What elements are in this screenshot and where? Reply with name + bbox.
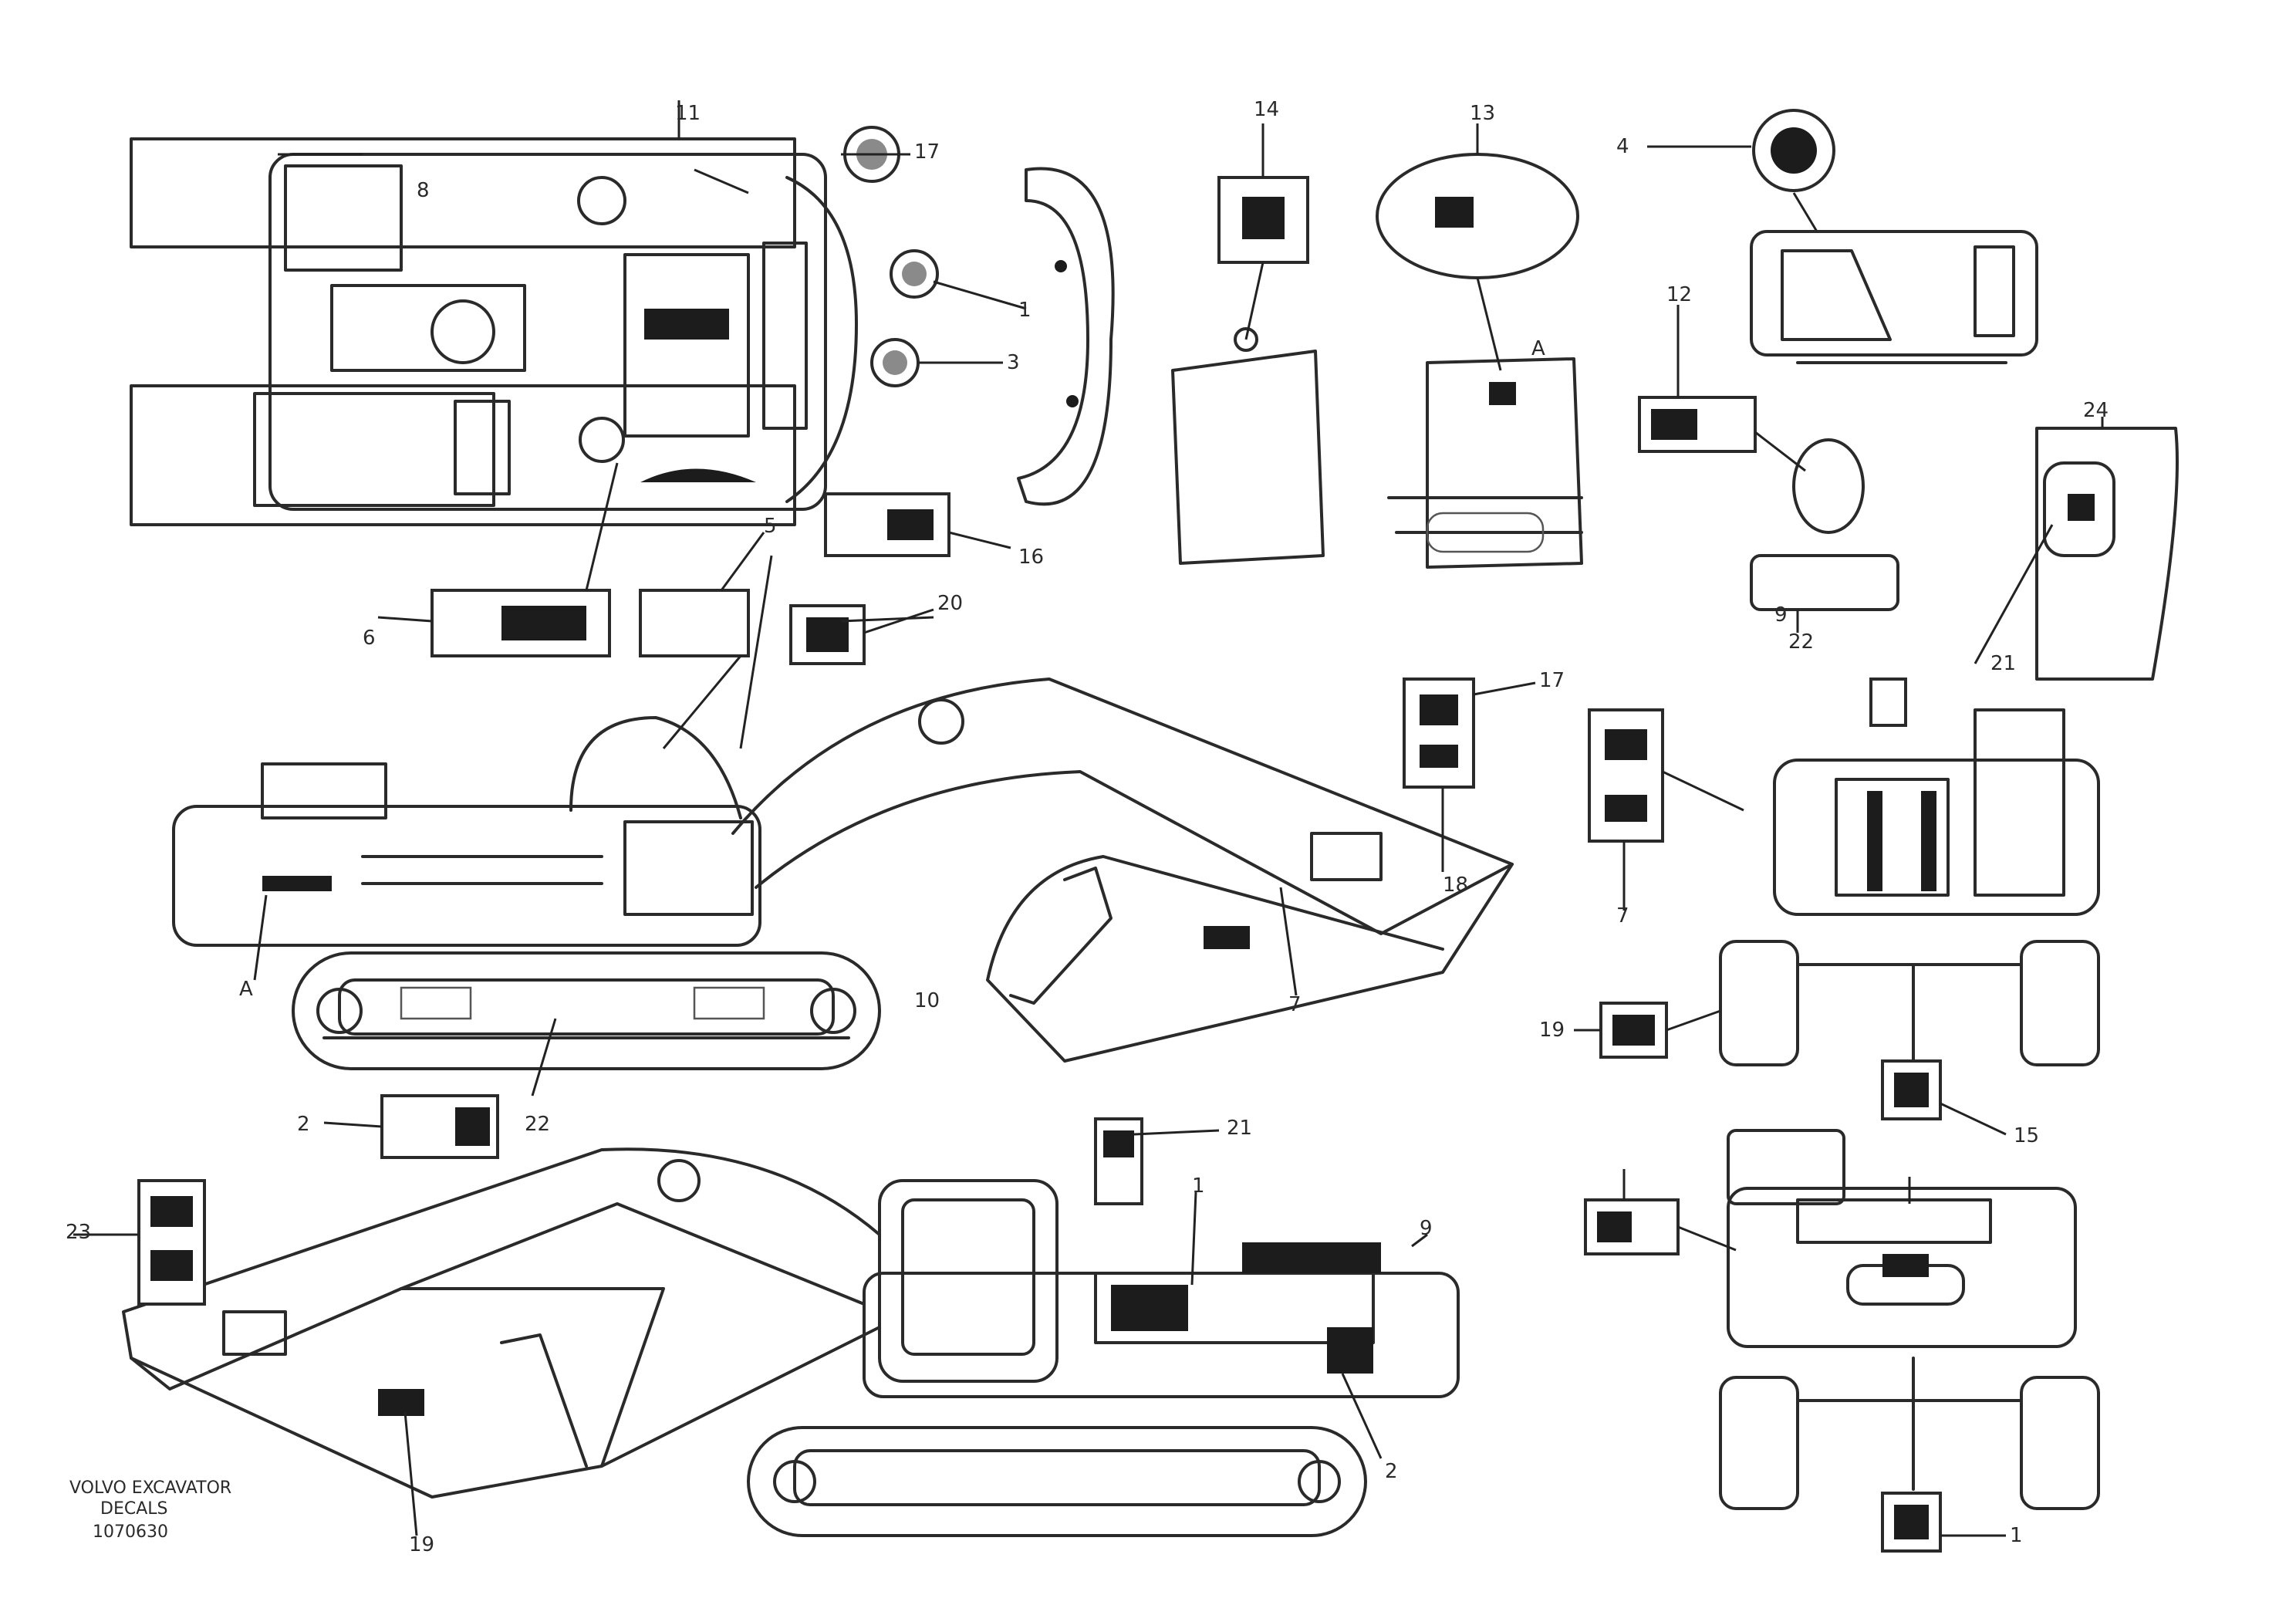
decal-7-front (137, 1179, 206, 1306)
decal-1-bottom (1881, 1492, 1942, 1553)
decal-9-side (1403, 678, 1475, 789)
callout-20: 20 (937, 592, 963, 615)
callout-1-bottom: 1 (2010, 1524, 2023, 1547)
callout-24: 24 (2083, 399, 2109, 422)
callout-9-front: 9 (1420, 1217, 1433, 1240)
decal-1-front (1584, 1198, 1680, 1255)
callout-1-front: 1 (1192, 1174, 1205, 1198)
detail-12-decal-pair (1638, 305, 1899, 633)
callout-17-side: 17 (1539, 669, 1565, 692)
callout-4: 4 (1616, 135, 1629, 158)
callout-15: 15 (2014, 1124, 2039, 1147)
front-side-view-excavator (122, 1147, 1460, 1537)
side-view-excavator (172, 678, 1514, 1070)
decal-set-5-lower (639, 589, 750, 657)
front-view-machine (1719, 1129, 2100, 1510)
decal-set-6 (430, 589, 611, 657)
drawing-ref-line-1: VOLVO EXCAVATOR (69, 1478, 231, 1498)
callout-14: 14 (1254, 98, 1279, 121)
drawing-ref-line-2: DECALS (100, 1499, 167, 1519)
detail-4-panel (1750, 230, 2038, 364)
callout-11: 11 (675, 102, 701, 125)
callout-2-front: 2 (1385, 1460, 1398, 1483)
callout-22-top: 22 (1788, 630, 1814, 654)
callout-18: 18 (1443, 874, 1468, 897)
callout-16: 16 (1018, 546, 1044, 569)
callout-7-rear: 7 (1616, 904, 1629, 928)
callout-19-front: 19 (409, 1533, 434, 1556)
rear-view-machine (1588, 678, 2100, 1074)
callout-5: 5 (764, 515, 777, 538)
decal-set-16 (824, 492, 950, 557)
decal-19-front (1094, 1117, 1143, 1205)
callout-22-side: 22 (525, 1113, 550, 1136)
counterweight-top-view (1017, 167, 1115, 506)
callout-2: 2 (297, 1113, 310, 1136)
callout-21-top: 21 (1990, 652, 2016, 675)
detail-4-round-decal (1647, 109, 1835, 232)
drawing-ref-line-3: 1070630 (93, 1522, 168, 1542)
round-decal-3 (890, 249, 939, 299)
callout-9: 9 (1774, 603, 1788, 627)
detail-14-cab-glass (1171, 123, 1325, 565)
callout-6: 6 (363, 627, 376, 650)
callout-23: 23 (66, 1221, 91, 1244)
decal-20 (789, 604, 866, 665)
callout-a-side: A (239, 978, 253, 1001)
callout-19-rear: 19 (1539, 1019, 1565, 1042)
top-view-machine (130, 137, 858, 526)
detail-a-counterweight (1974, 417, 2179, 681)
callout-1: 1 (1018, 299, 1032, 322)
callout-17: 17 (914, 140, 940, 164)
detail-13-window (1376, 123, 1583, 569)
drawing-reference: VOLVO EXCAVATOR DECALS 1070630 (69, 1478, 231, 1542)
callout-7-side: 7 (1288, 993, 1302, 1016)
callout-3: 3 (1007, 351, 1020, 374)
callout-8: 8 (417, 179, 430, 202)
callout-21-front: 21 (1227, 1117, 1252, 1140)
callout-10: 10 (914, 989, 940, 1012)
decal-21-rear (1881, 1059, 1942, 1120)
round-decal-5 (870, 338, 920, 387)
callout-a-top: A (1531, 337, 1545, 360)
callout-labels: 11 8 1 17 3 5 16 20 6 14 13 A 4 12 9 22 … (66, 98, 2109, 1556)
decal-24-rear (1599, 1002, 1668, 1059)
decal-12-side (380, 1094, 499, 1159)
callout-12: 12 (1666, 283, 1692, 306)
callout-13: 13 (1470, 102, 1495, 125)
